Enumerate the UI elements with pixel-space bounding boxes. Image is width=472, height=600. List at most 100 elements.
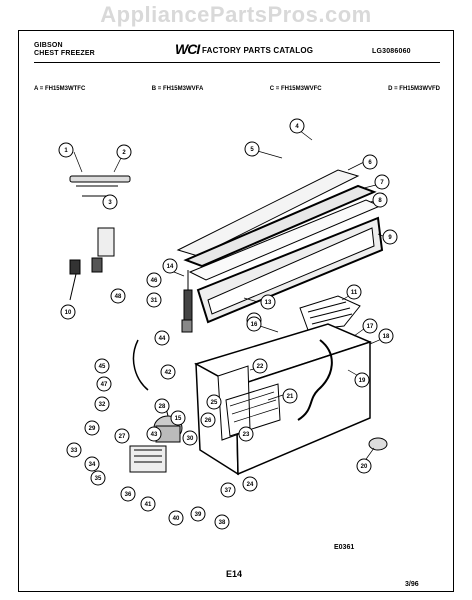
callout-25: 25 bbox=[206, 394, 222, 410]
callout-circle bbox=[220, 482, 236, 498]
handle-bar-part bbox=[69, 175, 131, 197]
callout-39: 39 bbox=[190, 506, 206, 522]
compressor-part bbox=[132, 339, 183, 443]
callout-16: 16 bbox=[246, 316, 262, 332]
callout-number: 48 bbox=[115, 294, 122, 300]
drain-plug-part bbox=[368, 437, 388, 451]
callout-number: 22 bbox=[257, 364, 264, 370]
callout-number: 45 bbox=[99, 364, 106, 370]
callout-circle bbox=[146, 272, 162, 288]
callout-circle bbox=[382, 229, 398, 245]
callout-4: 4 bbox=[289, 118, 305, 134]
callout-number: 10 bbox=[65, 310, 72, 316]
callout-23: 23 bbox=[238, 426, 254, 442]
callout-circle bbox=[96, 376, 112, 392]
callout-circle bbox=[84, 420, 100, 436]
callout-circle bbox=[84, 456, 100, 472]
callout-number: 16 bbox=[251, 322, 258, 328]
callout-circle bbox=[252, 358, 268, 374]
model-b: B = FH15M3WVFA bbox=[151, 86, 204, 92]
plug-assembly-part bbox=[69, 227, 115, 301]
callout-9: 9 bbox=[382, 229, 398, 245]
callout-number: 39 bbox=[195, 512, 202, 518]
callout-7: 7 bbox=[374, 174, 390, 190]
callout-number: 25 bbox=[211, 400, 218, 406]
callout-number: 33 bbox=[71, 448, 78, 454]
revision-date: 3/96 bbox=[405, 581, 419, 588]
callout-17: 17 bbox=[362, 318, 378, 334]
callout-number: 8 bbox=[378, 198, 382, 204]
callout-number: 32 bbox=[99, 402, 106, 408]
callout-13: 13 bbox=[260, 294, 276, 310]
callout-8: 8 bbox=[372, 192, 388, 208]
callout-circle bbox=[162, 258, 178, 274]
wci-logo: WCI bbox=[175, 41, 200, 57]
callout-number: 29 bbox=[89, 426, 96, 432]
header-divider bbox=[34, 62, 440, 63]
callout-number: 9 bbox=[388, 235, 392, 241]
callout-circle bbox=[94, 396, 110, 412]
callout-circle bbox=[146, 426, 162, 442]
callout-circle bbox=[244, 141, 260, 157]
callout-34: 34 bbox=[84, 456, 100, 472]
callout-5: 5 bbox=[244, 141, 260, 157]
page-number: E14 bbox=[226, 569, 243, 579]
callout-33: 33 bbox=[66, 442, 82, 458]
callout-circle bbox=[246, 316, 262, 332]
condenser-coil-part bbox=[225, 383, 281, 437]
model-c: C = FH15M3WVFC bbox=[269, 86, 322, 92]
lid-assembly-part bbox=[176, 169, 384, 324]
callout-number: 36 bbox=[125, 492, 132, 498]
callout-6: 6 bbox=[362, 154, 378, 170]
callout-circle bbox=[66, 442, 82, 458]
callout-number: 44 bbox=[159, 336, 166, 342]
model-a: A = FH15M3WTFC bbox=[34, 86, 86, 92]
callout-circle bbox=[260, 294, 276, 310]
callout-14: 14 bbox=[162, 258, 178, 274]
callout-number: 5 bbox=[250, 147, 254, 153]
catalog-number: LG3086060 bbox=[372, 48, 411, 55]
callout-number: 43 bbox=[151, 432, 158, 438]
callout-number: 3 bbox=[108, 200, 112, 206]
callout-number: 23 bbox=[243, 432, 250, 438]
callout-circle bbox=[58, 142, 74, 158]
callout-circle bbox=[168, 510, 184, 526]
callout-circle bbox=[238, 426, 254, 442]
model-list: A = FH15M3WTFC B = FH15M3WVFA C = FH15M3… bbox=[34, 86, 440, 92]
callout-circle bbox=[90, 470, 106, 486]
callout-15: 15 bbox=[170, 410, 186, 426]
callout-number: 21 bbox=[287, 394, 294, 400]
callout-3: 3 bbox=[102, 194, 118, 210]
callout-labels: 1234567891011121314151617181920212223242… bbox=[58, 118, 398, 530]
callout-number: 1 bbox=[64, 148, 68, 154]
callout-40: 40 bbox=[168, 510, 184, 526]
callout-circle bbox=[362, 318, 378, 334]
callout-number: 38 bbox=[219, 520, 226, 526]
brand-name: GIBSON bbox=[34, 42, 63, 49]
callout-number: 26 bbox=[205, 418, 212, 424]
callout-44: 44 bbox=[154, 330, 170, 346]
callout-circle bbox=[154, 398, 170, 414]
callout-number: 14 bbox=[167, 264, 174, 270]
callout-31: 31 bbox=[146, 292, 162, 308]
callout-number: 20 bbox=[361, 464, 368, 470]
callout-number: 35 bbox=[95, 476, 102, 482]
callout-number: 24 bbox=[247, 482, 254, 488]
callout-circle bbox=[242, 476, 258, 492]
callout-number: 17 bbox=[367, 324, 374, 330]
storage-basket-part bbox=[299, 295, 361, 331]
callout-circle bbox=[374, 174, 390, 190]
lid-hinge-part bbox=[181, 270, 193, 333]
callout-circle bbox=[282, 388, 298, 404]
product-type: CHEST FREEZER bbox=[34, 50, 95, 57]
callout-35: 35 bbox=[90, 470, 106, 486]
callout-number: 31 bbox=[151, 298, 158, 304]
callout-circle bbox=[378, 328, 394, 344]
callout-number: 18 bbox=[383, 334, 390, 340]
callout-number: 40 bbox=[173, 516, 180, 522]
callout-42: 42 bbox=[160, 364, 176, 380]
callout-circle bbox=[114, 428, 130, 444]
callout-41: 41 bbox=[140, 496, 156, 512]
callout-22: 22 bbox=[252, 358, 268, 374]
drawing-code: E0361 bbox=[334, 544, 355, 551]
